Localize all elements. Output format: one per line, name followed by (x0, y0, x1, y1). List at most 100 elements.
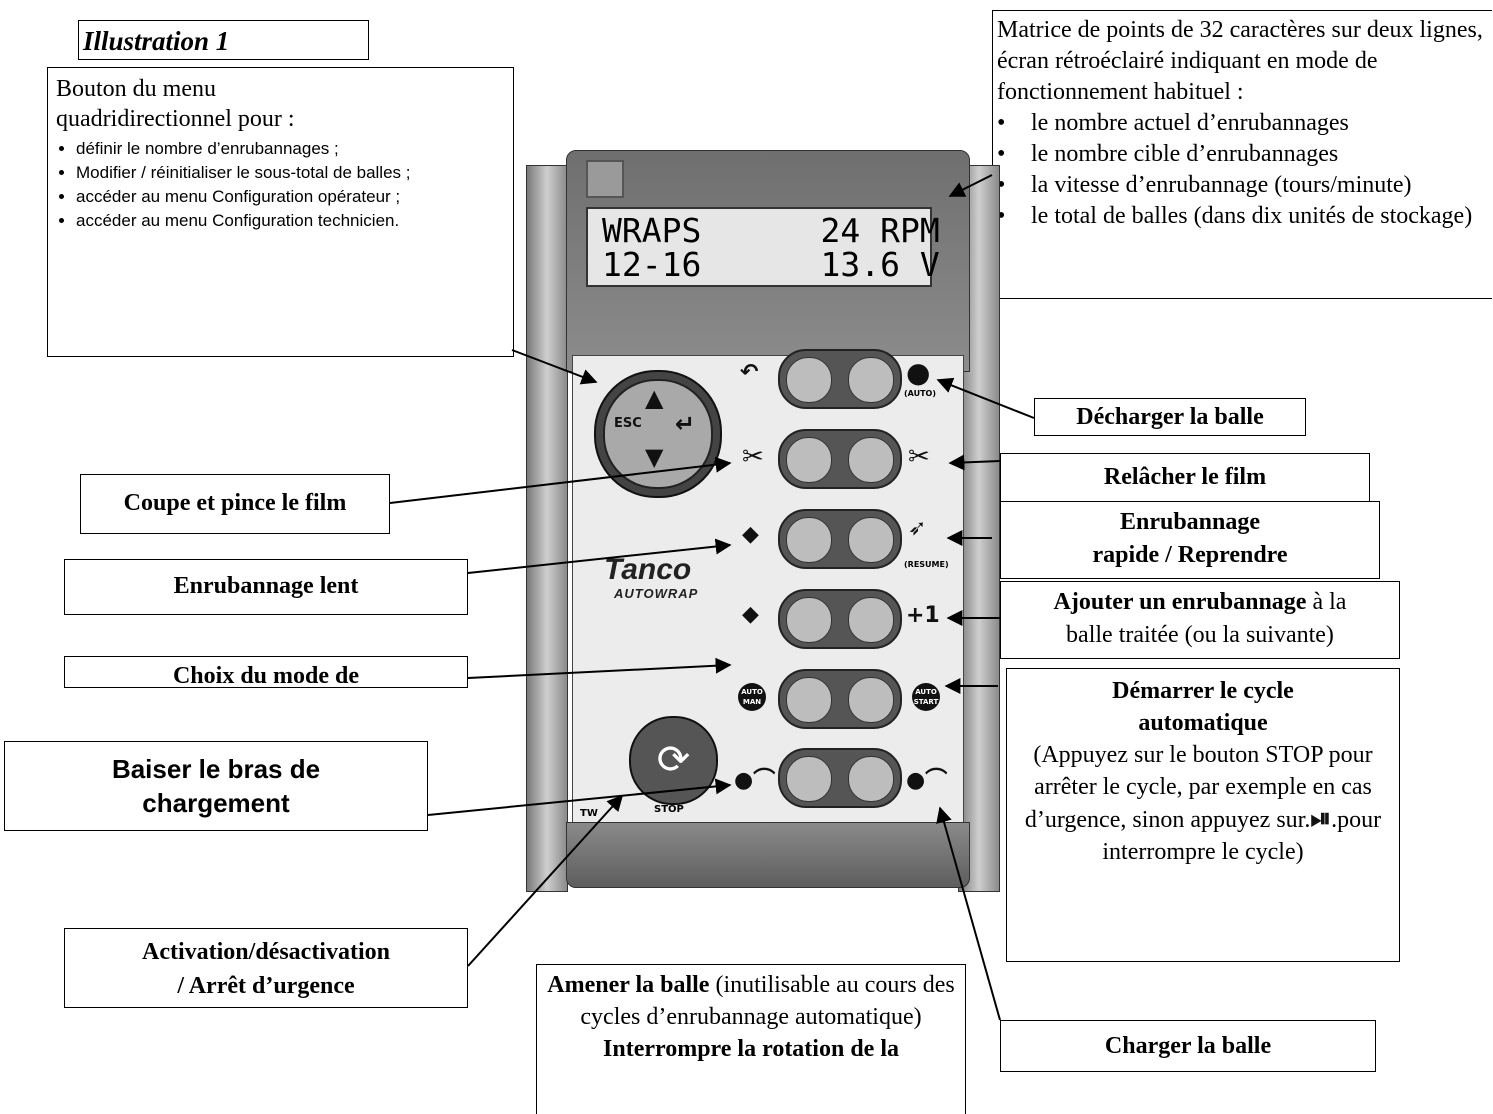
list-item: le nombre actuel d’enrubannages (997, 108, 1492, 139)
fast-wrap-line-2: rapide / Reprendre (1092, 542, 1288, 568)
display-heading: Matrice de points de 32 caractères sur d… (997, 17, 1483, 105)
load-bale-label: Charger la balle (1000, 1020, 1376, 1072)
auto-start-line-2: automatique (1138, 710, 1268, 736)
auto-start-text-2: .pour interrompre le cycle) (1102, 807, 1382, 865)
lower-arm-button[interactable] (786, 756, 832, 802)
arrow-down-icon[interactable]: ▼ (645, 443, 664, 471)
menu-heading-1: Bouton du menu (56, 76, 216, 102)
cut-scissors-icon: ✂ (742, 442, 764, 472)
reverse-button-pair (778, 589, 902, 649)
activation-line-1: Activation/désactivation (142, 939, 390, 965)
tip-icon: ↶ (740, 360, 759, 385)
cut-film-label: Coupe et pince le film (80, 474, 390, 534)
plus-one-label: +1 (906, 603, 940, 628)
list-item: Modifier / réinitialiser le sous-total d… (76, 162, 513, 183)
load-button-pair (778, 748, 902, 808)
slow-wrap-button[interactable] (786, 517, 832, 563)
auto-start-button[interactable] (848, 677, 894, 723)
release-film-label: Relâcher le film (1000, 453, 1370, 501)
lower-arm-line-1: Baiser le bras de (111, 754, 321, 784)
list-item: accéder au menu Configuration technicien… (76, 210, 513, 231)
add-wrap-button[interactable] (848, 597, 894, 643)
resume-label: (RESUME) (904, 560, 949, 569)
illustration-title-text: Illustration 1 (83, 26, 230, 56)
illustration-title: Illustration 1 (78, 20, 369, 60)
list-item: le total de balles (dans dix unités de s… (997, 201, 1492, 232)
tw-label: TW (580, 808, 598, 819)
arrow-slow (467, 538, 732, 574)
activation-line-2: / Arrêt d’urgence (177, 973, 355, 999)
bring-bale-rest: (inutilisable au cours des cycles d’enru… (580, 972, 955, 1030)
unload-left-button[interactable] (786, 357, 832, 403)
release-scissors-icon: ✂ (908, 442, 930, 472)
lcd-line-1: WRAPS 24 RPM (602, 211, 940, 250)
interrupt-rotation: Interrompre la rotation de la (603, 1036, 899, 1062)
auto-button-pair (778, 669, 902, 729)
arrow-lower-arm (427, 778, 732, 816)
brand-name: Tanco (604, 553, 692, 586)
add-wrap-rest-1: à la (1306, 589, 1347, 615)
left-rail (526, 165, 568, 892)
fast-wrap-label: Enrubannage rapide / Reprendre (1000, 501, 1380, 579)
lower-arm-line-2: chargement (142, 788, 290, 818)
slow-wrap-label: Enrubannage lent (64, 559, 468, 615)
add-wrap-label: Ajouter un enrubannage à la balle traitée… (1000, 581, 1400, 659)
fast-wrap-button[interactable] (848, 517, 894, 563)
add-wrap-rest-2: balle traitée (ou la suivante) (1066, 622, 1334, 648)
device-bottom-panel (566, 822, 970, 888)
tortoise-reverse-icon: ◆ (742, 602, 759, 627)
film-button-pair (778, 429, 902, 489)
arrow-cut (389, 456, 732, 504)
release-film-button[interactable] (848, 437, 894, 483)
brand-sub: AUTOWRAP (614, 586, 699, 601)
bring-bale-bold: Amener la balle (547, 972, 710, 998)
lcd-line-2: 12-16 13.6 V (602, 245, 940, 284)
menu-button-description: Bouton du menu quadridirectionnel pour :… (47, 67, 514, 357)
menu-heading-2: quadridirectionnel pour : (56, 106, 295, 132)
auto-start-icon: AUTO START (912, 683, 940, 711)
auto-man-button[interactable] (786, 677, 832, 723)
arrow-up-icon[interactable]: ▲ (645, 384, 664, 412)
lower-arm-icon: ●⌒ (734, 768, 776, 793)
tortoise-icon: ◆ (742, 522, 759, 547)
reverse-button[interactable] (786, 597, 832, 643)
esc-button[interactable]: ESC (614, 416, 642, 431)
auto-man-icon: AUTO MAN (738, 683, 766, 711)
arrow-charger (936, 806, 1001, 1021)
auto-start-text-1: (Appuyez sur le bouton STOP pour arrêter… (1024, 742, 1373, 833)
display-info-list: le nombre actuel d’enrubannages le nombr… (997, 108, 1492, 232)
unload-button-pair (778, 349, 902, 409)
load-bale-button[interactable] (848, 756, 894, 802)
unload-bale-label: Décharger la balle (1034, 398, 1306, 436)
arrow-menu (511, 349, 598, 385)
arrow-activation (467, 794, 624, 967)
pause-power-icon: ⏯ (1310, 804, 1332, 834)
arrow-mode (467, 657, 732, 679)
menu-function-list: définir le nombre d’enrubannages ; Modif… (56, 138, 513, 231)
stop-label: STOP (654, 804, 684, 815)
load-bale-icon: ●⌒ (906, 768, 948, 793)
list-item: la vitesse d’enrubannage (tours/minute) (997, 170, 1492, 201)
mode-choice-label: Choix du mode de (64, 656, 468, 688)
unload-bale-icon: ● (906, 356, 931, 389)
auto-start-label: Démarrer le cycle automatique (Appuyez s… (1006, 668, 1400, 962)
add-wrap-bold: Ajouter un enrubannage (1053, 589, 1307, 615)
enter-icon[interactable]: ↵ (675, 410, 696, 438)
arrow-unload (936, 377, 1035, 419)
display-description: Matrice de points de 32 caractères sur d… (992, 10, 1492, 299)
cut-film-button[interactable] (786, 437, 832, 483)
list-item: accéder au menu Configuration opérateur … (76, 186, 513, 207)
fast-wrap-line-1: Enrubannage (1119, 509, 1261, 535)
activation-label: Activation/désactivation / Arrêt d’urgenc… (64, 928, 468, 1008)
auto-start-line-1: Démarrer le cycle (1112, 678, 1294, 704)
list-item: le nombre cible d’enrubannages (997, 139, 1492, 170)
unload-right-button[interactable] (848, 357, 894, 403)
arrow-release (948, 454, 1001, 471)
speed-button-pair (778, 509, 902, 569)
bring-bale-label: Amener la balle (inutilisable au cours d… (536, 964, 966, 1114)
lower-arm-label: Baiser le bras de chargement (4, 741, 428, 831)
hare-icon: ➶ (908, 516, 927, 541)
